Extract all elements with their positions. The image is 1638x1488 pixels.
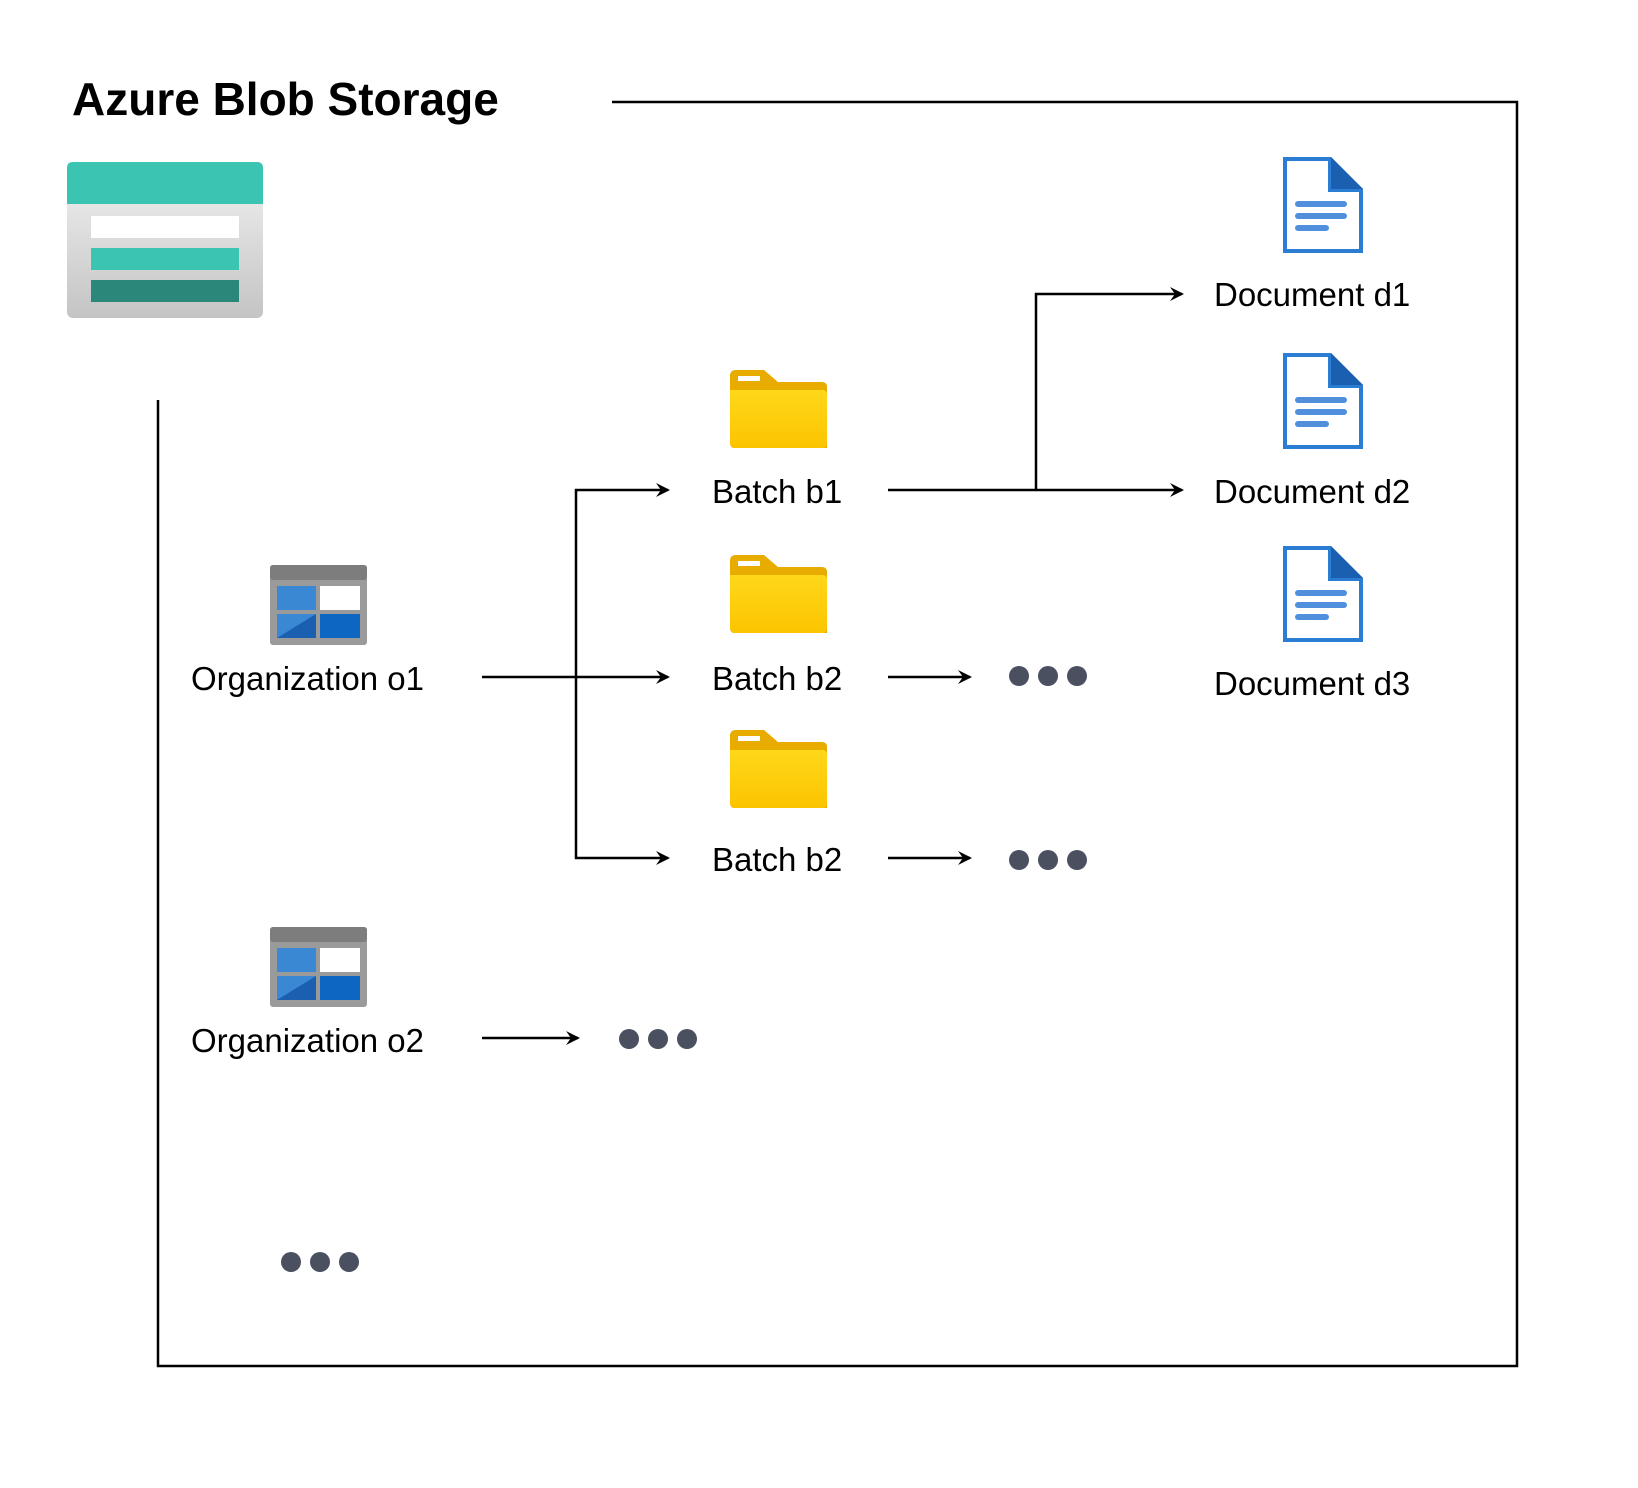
folder-icon xyxy=(730,730,827,808)
diagram-title: Azure Blob Storage xyxy=(72,73,499,125)
document-icon xyxy=(1283,353,1363,449)
ellipsis-icon xyxy=(619,1029,697,1049)
connector-o1-b1 xyxy=(574,483,670,677)
storage-account-icon xyxy=(67,162,263,318)
organization-o2-label: Organization o2 xyxy=(191,1022,424,1059)
document-d2-label: Document d2 xyxy=(1214,473,1410,510)
document-icon xyxy=(1283,157,1363,253)
storage-boundary xyxy=(156,100,1519,1368)
blob-container-icon xyxy=(270,927,367,1007)
batch-b2-label: Batch b2 xyxy=(712,660,842,697)
ellipsis-icon xyxy=(281,1252,359,1272)
connectors xyxy=(482,287,1184,1045)
organization-o1-label: Organization o1 xyxy=(191,660,424,697)
batch-b2-second-label: Batch b2 xyxy=(712,841,842,878)
connector-b1-d1 xyxy=(1034,287,1184,490)
batch-b1-label: Batch b1 xyxy=(712,473,842,510)
document-d3-label: Document d3 xyxy=(1214,665,1410,702)
ellipsis-icon xyxy=(1009,850,1087,870)
blob-container-icon xyxy=(270,565,367,645)
folder-icon xyxy=(730,370,827,448)
document-icon xyxy=(1283,546,1363,642)
document-d1-label: Document d1 xyxy=(1214,276,1410,313)
folder-icon xyxy=(730,555,827,633)
ellipsis-icon xyxy=(1009,666,1087,686)
connector-o1-b3 xyxy=(574,677,670,865)
